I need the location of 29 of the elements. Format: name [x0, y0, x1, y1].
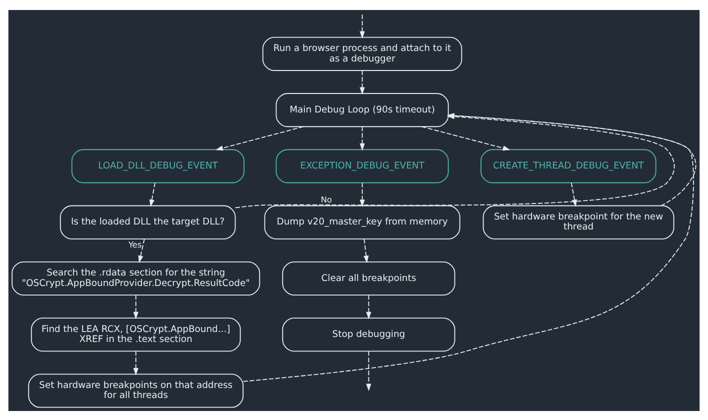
arrow	[366, 350, 372, 391]
node-box: Main Debug Loop (90s timeout)	[276, 92, 449, 127]
node-box: EXCEPTION_DEBUG_EVENT	[276, 148, 449, 183]
edge-label: Yes	[128, 239, 142, 250]
node-box: Search the .rdata section for the string "OSCrypt.AppBoundProvider.Decrypt.ResultCode"	[12, 260, 260, 295]
arrow	[360, 70, 365, 94]
arrow	[366, 294, 372, 319]
node-box: Dump v20_master_key from memory	[264, 204, 460, 239]
arrow	[360, 14, 365, 38]
node-box: Set hardware breakpoints on that address for all threads	[28, 373, 244, 408]
node-box: Set hardware breakpoint for the new thread	[482, 204, 674, 239]
node-box: Stop debugging	[282, 317, 456, 352]
node-box: CREATE_THREAD_DEBUG_EVENT	[480, 148, 656, 183]
arrow	[133, 350, 138, 375]
arrow	[421, 126, 510, 150]
node-box: Run a browser process and attach to it as a debugger	[262, 36, 462, 70]
arrow	[138, 238, 145, 263]
node-box: LOAD_DLL_DEBUG_EVENT	[71, 148, 244, 183]
arrow	[149, 182, 156, 206]
arrow	[360, 182, 365, 206]
arrow	[570, 182, 578, 206]
arrow	[360, 126, 365, 150]
node-box: Find the LEA RCX, [OSCrypt.AppBound...] XREF in the .text section	[30, 317, 241, 352]
arrow	[133, 294, 138, 319]
node-box: Is the loaded DLL the target DLL?	[60, 204, 236, 239]
arrow	[216, 126, 304, 150]
arrow	[364, 238, 369, 263]
node-box: Clear all breakpoints	[282, 260, 456, 295]
edge-label: No	[320, 194, 332, 204]
